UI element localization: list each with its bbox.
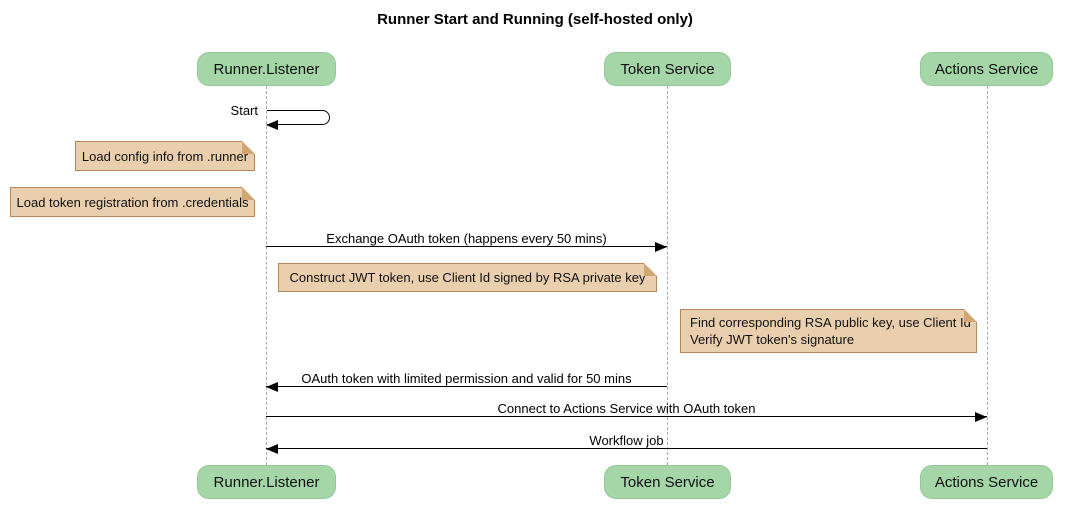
message-line [266, 416, 987, 418]
lifeline-runner-listener [266, 86, 267, 465]
note-verify-jwt: Find corresponding RSA public key, use C… [680, 309, 977, 353]
message-label-exchange-oauth: Exchange OAuth token (happens every 50 m… [326, 231, 607, 246]
message-line [266, 386, 667, 388]
participant-label: Actions Service [934, 473, 1039, 491]
arrowhead-right-icon [975, 412, 987, 422]
message-label-oauth-return: OAuth token with limited permission and … [301, 371, 632, 386]
note-text-line1: Find corresponding RSA public key, use C… [690, 315, 971, 330]
participant-token-service-top: Token Service [604, 52, 731, 86]
participant-label: Token Service [620, 473, 715, 491]
diagram-title: Runner Start and Running (self-hosted on… [377, 11, 693, 28]
note-text: Load token registration from .credential… [16, 194, 249, 210]
note-load-token-registration: Load token registration from .credential… [10, 187, 255, 217]
note-construct-jwt: Construct JWT token, use Client Id signe… [278, 263, 657, 292]
self-message-loop [267, 110, 330, 125]
participant-label: Actions Service [934, 60, 1039, 78]
message-line [266, 448, 987, 450]
message-label-connect: Connect to Actions Service with OAuth to… [497, 401, 756, 416]
arrowhead-left-icon [266, 120, 278, 130]
participant-token-service-bottom: Token Service [604, 465, 731, 499]
arrowhead-left-icon [266, 382, 278, 392]
note-text-line2: Verify JWT token's signature [690, 332, 855, 347]
participant-label: Token Service [620, 60, 715, 78]
arrowhead-right-icon [655, 242, 667, 252]
message-label-start: Start [230, 103, 258, 118]
participant-label: Runner.Listener [213, 473, 320, 491]
participant-actions-service-top: Actions Service [920, 52, 1053, 86]
note-load-config: Load config info from .runner [75, 141, 255, 171]
participant-runner-listener-bottom: Runner.Listener [197, 465, 336, 499]
lifeline-token-service [667, 86, 668, 465]
arrowhead-left-icon [266, 444, 278, 454]
participant-actions-service-bottom: Actions Service [920, 465, 1053, 499]
note-text: Load config info from .runner [81, 148, 249, 164]
lifeline-actions-service [987, 86, 988, 465]
note-text: Construct JWT token, use Client Id signe… [289, 270, 646, 285]
participant-runner-listener-top: Runner.Listener [197, 52, 336, 86]
message-label-workflow-job: Workflow job [589, 433, 664, 448]
participant-label: Runner.Listener [213, 60, 320, 78]
message-line [266, 246, 667, 248]
